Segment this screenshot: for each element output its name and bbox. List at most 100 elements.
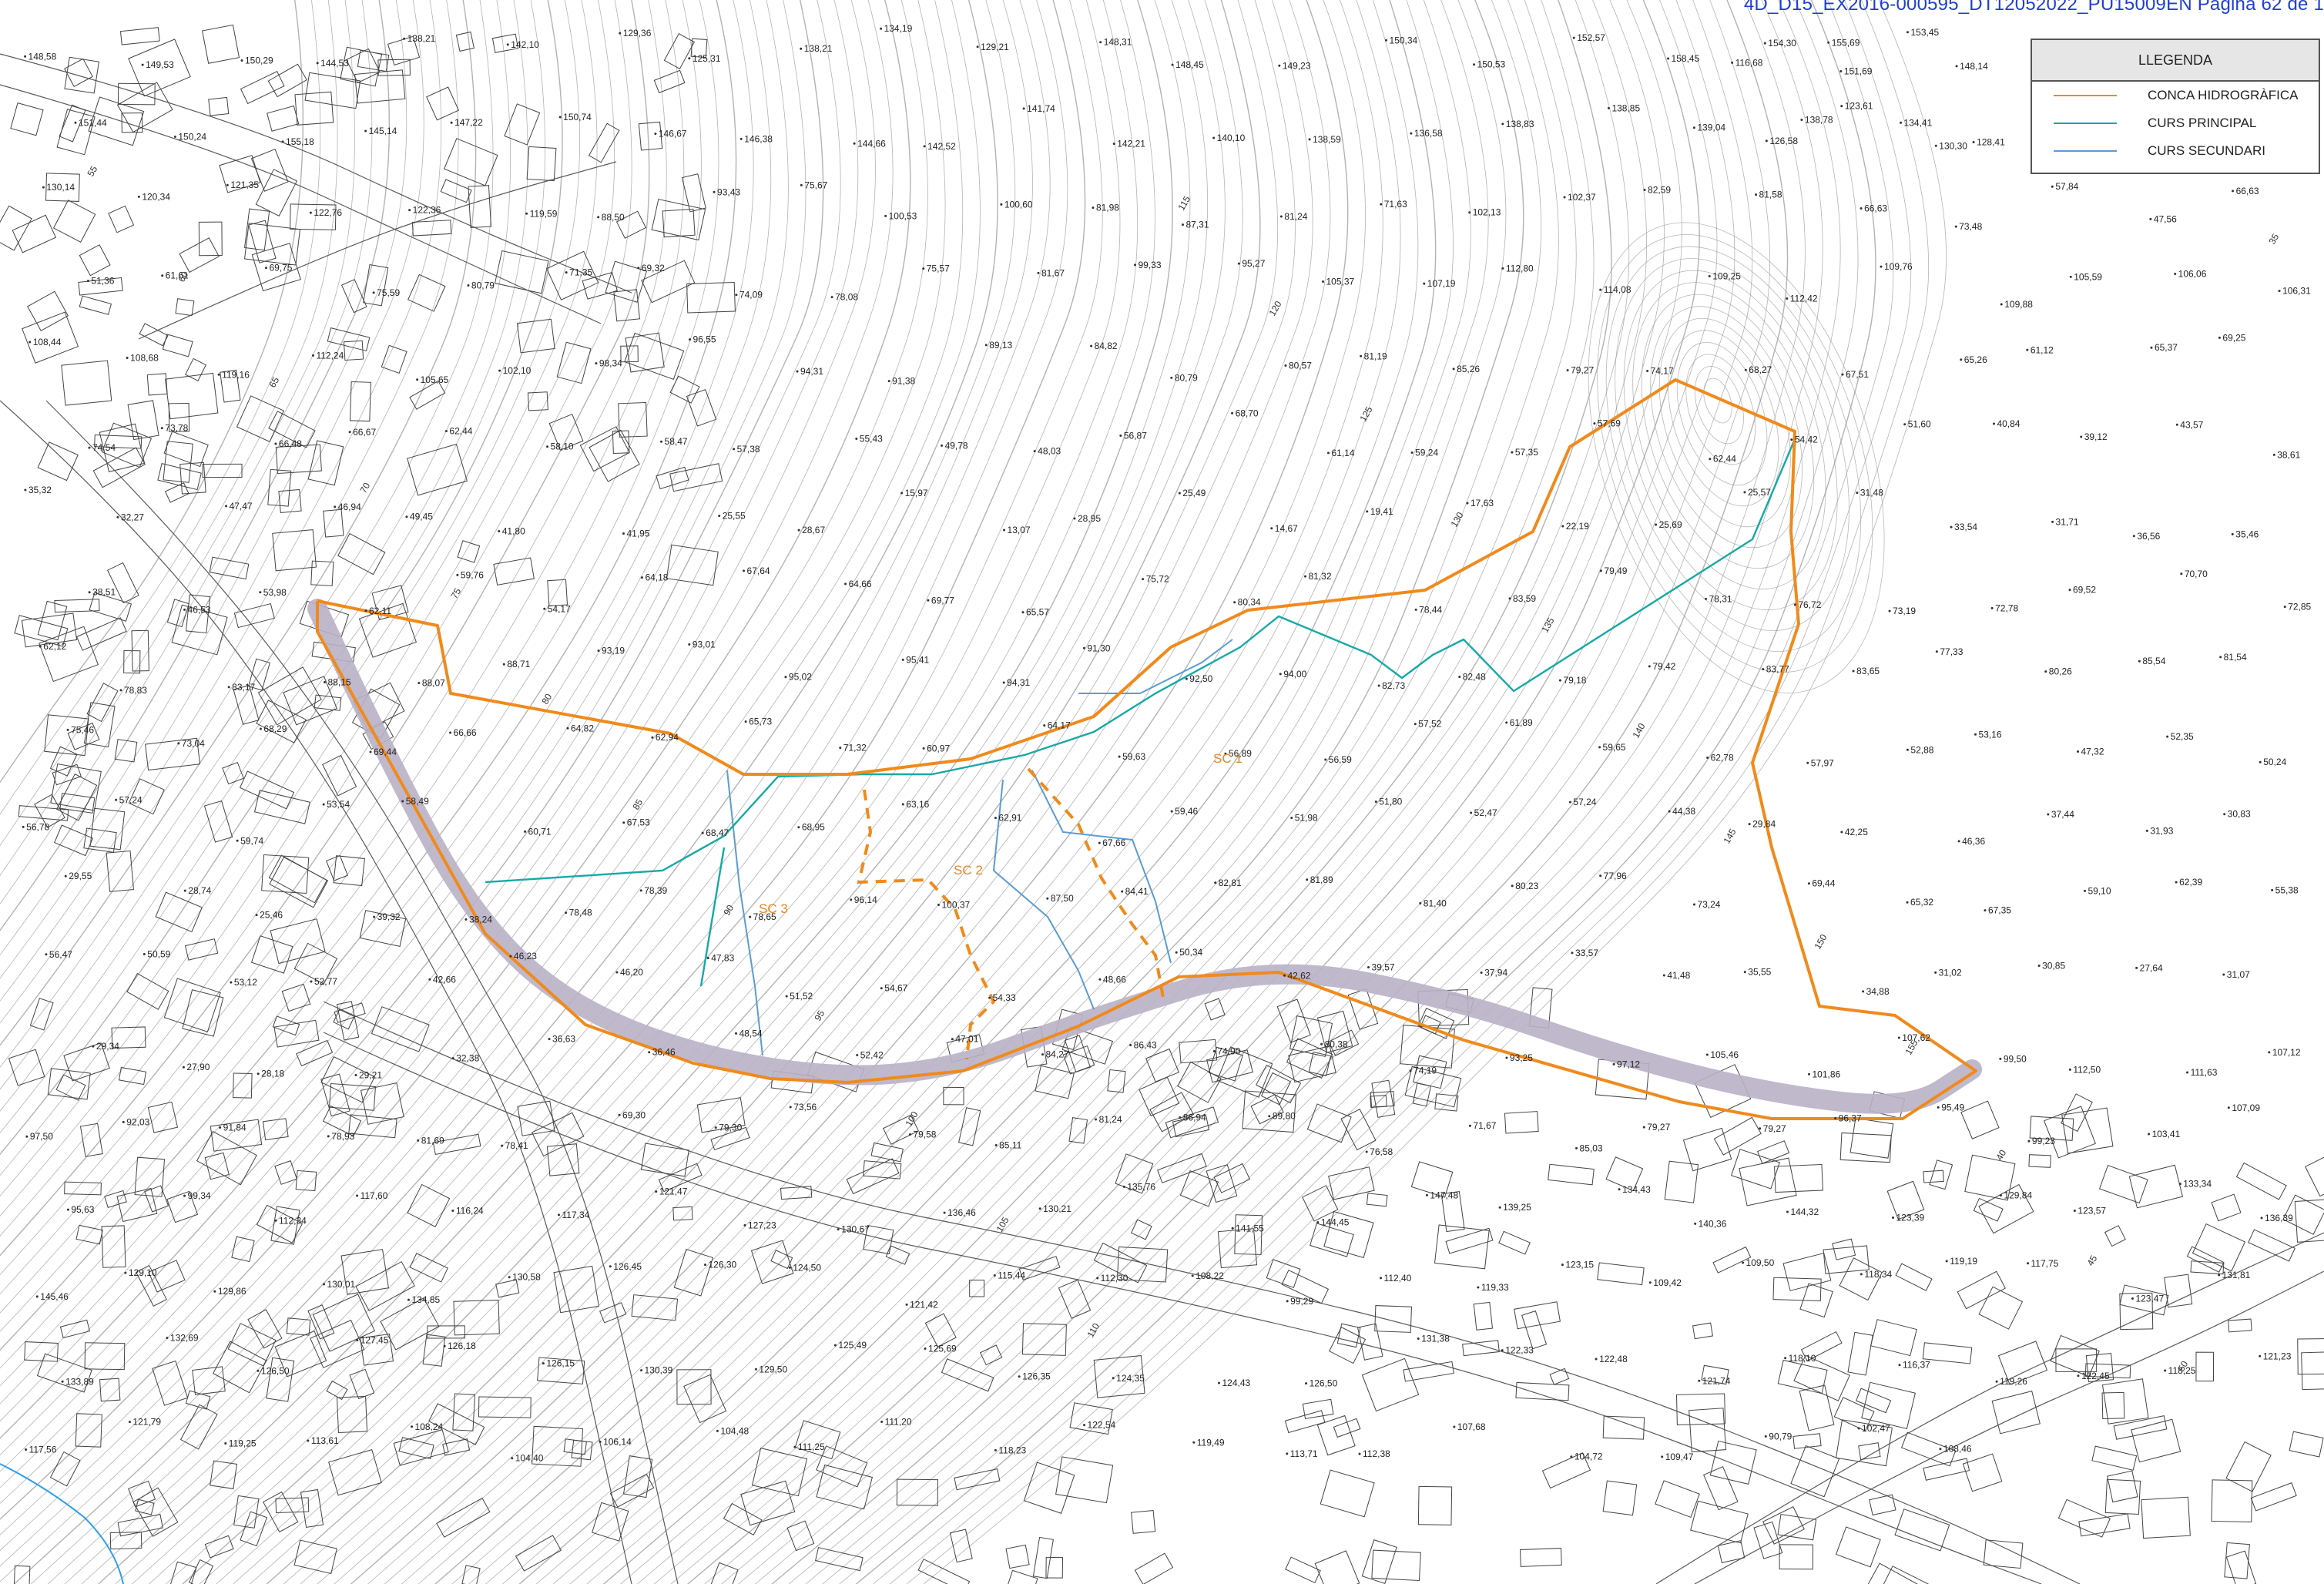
elevation-label: 28,67 (802, 525, 825, 535)
elevation-label: 72,78 (1995, 602, 2018, 613)
building (398, 1437, 434, 1460)
spot-height-marker (1092, 206, 1095, 210)
building (1847, 1331, 1873, 1376)
contour-value: 55 (85, 164, 99, 179)
spot-height-marker (1561, 1264, 1564, 1267)
contour-line (0, 0, 459, 1024)
elevation-label: 112,40 (1384, 1273, 1412, 1284)
building (428, 1403, 485, 1445)
building (166, 599, 189, 628)
legend-label-basin: CONCA HIDROGRÀFICA (2148, 88, 2299, 102)
elevation-label: 85,54 (2142, 656, 2165, 666)
building (615, 210, 647, 239)
spot-height-marker (1367, 966, 1370, 969)
spot-height-marker (1786, 1210, 1789, 1213)
elevation-label: 59,24 (1415, 448, 1438, 458)
spot-height-marker (1018, 1375, 1021, 1378)
building (2294, 1198, 2324, 1243)
road-edge (1694, 1270, 2324, 1584)
building (281, 983, 311, 1012)
elevation-label: 63,16 (906, 799, 929, 810)
elevation-label: 30,83 (2228, 809, 2251, 820)
building (1690, 1500, 1749, 1544)
spot-height-marker (1171, 63, 1174, 66)
elevation-label: 51,80 (1379, 797, 1402, 807)
building (116, 1187, 158, 1223)
spot-height-marker (1834, 1116, 1837, 1119)
spot-height-marker (407, 1298, 410, 1301)
building (1434, 1093, 1459, 1112)
spot-height-marker (1807, 882, 1810, 885)
elevation-label: 102,10 (503, 365, 532, 376)
elevation-label: 85,03 (1580, 1143, 1603, 1153)
spot-height-marker (24, 55, 27, 58)
elevation-label: 152,57 (1577, 32, 1605, 43)
elevation-label: 69,77 (931, 595, 954, 606)
building (751, 1448, 808, 1497)
building (261, 854, 310, 894)
spot-height-marker (509, 955, 512, 958)
contour-line (216, 0, 1209, 1584)
spot-height-marker (1906, 31, 1909, 34)
contour-line (418, 0, 1419, 1584)
spot-height-marker (1612, 1062, 1615, 1066)
spot-height-marker (1571, 951, 1574, 955)
spot-height-marker (1999, 1057, 2002, 1060)
spot-height-marker (754, 1368, 757, 1371)
elevation-label: 96,55 (693, 334, 716, 345)
elevation-label: 69,75 (269, 263, 292, 274)
contour-line (250, 0, 1243, 1584)
building (139, 323, 169, 347)
elevation-label: 82,48 (1463, 671, 1486, 682)
elevation-label: 57,24 (119, 794, 143, 805)
building (204, 1152, 230, 1180)
elevation-label: 84,27 (1046, 1049, 1069, 1060)
elevation-label: 75,72 (1146, 574, 1169, 585)
elevation-label: 78,08 (835, 292, 858, 303)
elevation-label: 128,41 (1977, 136, 2005, 147)
building (548, 413, 584, 451)
spot-height-marker (177, 742, 180, 745)
elevation-label: 123,57 (2078, 1206, 2106, 1217)
road-edge (0, 53, 632, 294)
elevation-label: 102,37 (1568, 192, 1596, 203)
elevation-label: 60,97 (927, 743, 950, 753)
spot-height-marker (1990, 606, 1994, 609)
spot-height-marker (1743, 971, 1746, 974)
building (78, 277, 123, 296)
spot-height-marker (119, 689, 122, 692)
building (1093, 1242, 1148, 1284)
building (2101, 1378, 2149, 1425)
building (1923, 1458, 1970, 1481)
spot-height-marker (1099, 41, 1102, 44)
elevation-label: 60,71 (528, 826, 552, 837)
building (377, 59, 411, 76)
elevation-label: 98,34 (599, 358, 622, 369)
spot-height-marker (1041, 1053, 1045, 1056)
building (924, 1313, 957, 1347)
building (152, 1360, 189, 1406)
building (750, 1240, 794, 1284)
elevation-label: 130,14 (46, 182, 75, 193)
spot-height-marker (1709, 458, 1712, 461)
elevation-label: 53,12 (234, 977, 257, 988)
spot-height-marker (2073, 1210, 2076, 1213)
elevation-label: 72,85 (2288, 602, 2311, 612)
coastline (0, 1463, 124, 1584)
spot-height-marker (1599, 288, 1602, 291)
spot-height-marker (45, 953, 48, 956)
spot-height-marker (800, 183, 803, 186)
spot-height-marker (951, 1038, 954, 1041)
elevation-label: 57,52 (1418, 719, 1441, 730)
building (1541, 1452, 1591, 1489)
spot-height-marker (2027, 1262, 2030, 1265)
building (243, 208, 270, 251)
building (10, 102, 44, 136)
building (1548, 1163, 1595, 1186)
elevation-label: 103,41 (2152, 1129, 2181, 1139)
building (1929, 1159, 1953, 1190)
building (681, 173, 706, 213)
spot-height-marker (354, 1074, 357, 1077)
spot-height-marker (688, 643, 691, 646)
contour-line (0, 0, 964, 1567)
